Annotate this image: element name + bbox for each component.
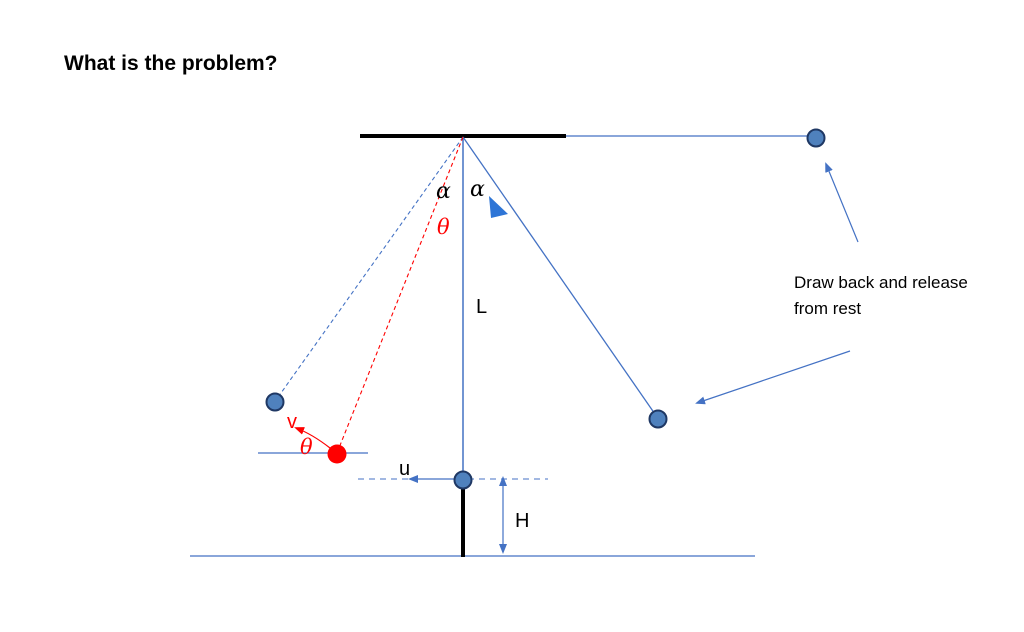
left-swing-ball	[265, 392, 285, 412]
red-dashed-string	[336, 136, 464, 454]
left-dashed-string	[275, 136, 464, 401]
angle-theta-lower-label: θ	[300, 435, 313, 459]
drawn-back-ball	[806, 128, 826, 148]
annotation-arrow-to-top-ball	[825, 162, 859, 243]
cursor-icon	[489, 196, 508, 218]
red-ball	[327, 444, 347, 464]
release-annotation: Draw back and release from rest	[794, 270, 968, 322]
right-swing-ball	[648, 409, 668, 429]
length-label: L	[476, 296, 487, 318]
bottom-ball	[453, 470, 473, 490]
release-annotation-line-2: from rest	[794, 299, 862, 318]
annotation-arrow-to-right-ball	[695, 350, 851, 405]
angle-alpha-right-label: α	[470, 177, 485, 202]
height-label: H	[515, 510, 529, 532]
velocity-v-label: v	[287, 411, 297, 433]
velocity-v-arrow	[294, 427, 331, 449]
angle-alpha-left-label: α	[436, 179, 451, 204]
page-title: What is the problem?	[64, 52, 278, 75]
angle-theta-upper-label: θ	[437, 215, 450, 239]
release-annotation-line-1: Draw back and release	[794, 273, 968, 292]
velocity-u-label: u	[399, 458, 410, 480]
right-swing-string	[462, 136, 658, 418]
